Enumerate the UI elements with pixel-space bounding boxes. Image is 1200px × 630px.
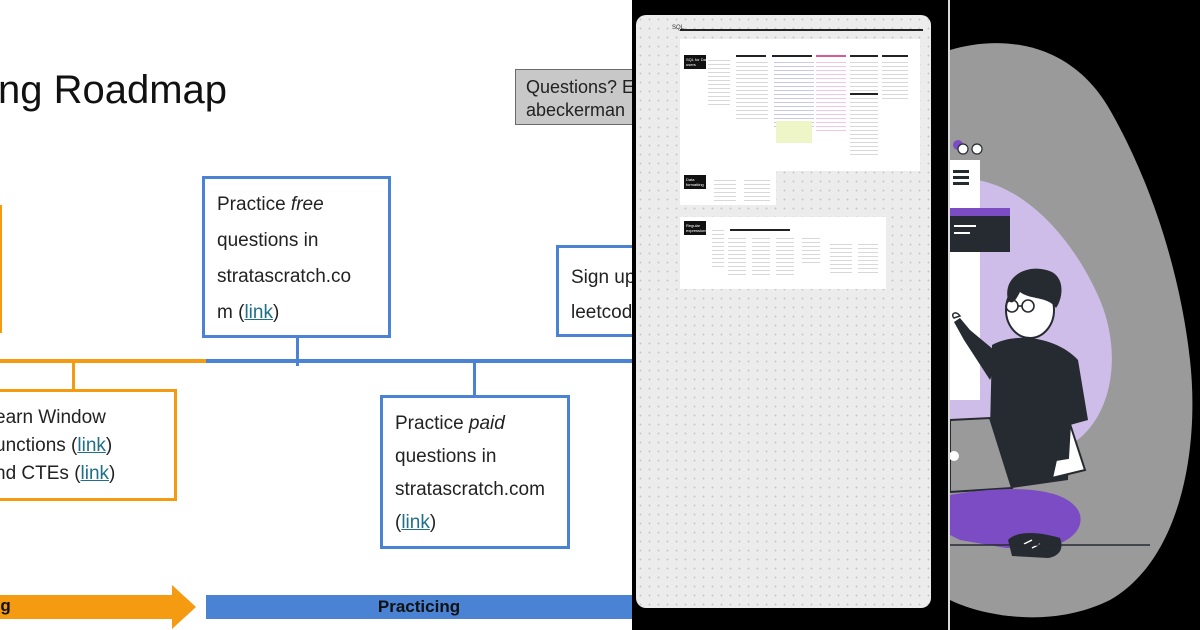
paid-emphasis: paid — [468, 413, 505, 434]
signup-leetcode-box: Sign up leetcod — [556, 245, 632, 337]
learning-phase-label: ng — [0, 596, 11, 615]
roadmap-slide: ng Roadmap Questions? E abeckerman Pract… — [0, 0, 632, 630]
window-functions-box: earn Window unctions (link) nd CTEs (lin… — [0, 389, 177, 501]
free-emphasis: free — [290, 194, 324, 215]
person-hair — [1007, 268, 1062, 308]
practicing-phase-label: Practicing — [377, 597, 461, 616]
timeline-connector — [296, 336, 299, 366]
questions-line-2: abeckerman — [526, 100, 626, 120]
board-card[interactable]: Regular expressions — [680, 217, 886, 289]
board-tag: SQL — [672, 25, 685, 31]
free-questions-link[interactable]: link — [244, 302, 273, 323]
board-card-title: Regular expressions — [684, 221, 708, 235]
paid-questions-link[interactable]: link — [401, 512, 430, 533]
person-pants — [950, 489, 1081, 548]
ctes-link[interactable]: link — [80, 463, 110, 484]
timeline-learning — [0, 359, 206, 363]
board-card-title: Data formatting — [684, 175, 706, 189]
glasses-icon — [1005, 299, 1035, 313]
person-shirt — [990, 337, 1088, 490]
panel-divider — [948, 0, 950, 630]
menu-icon — [953, 170, 969, 185]
orange-step-box-top — [0, 205, 2, 333]
developer-svg — [950, 43, 1193, 618]
board-header-bar — [680, 29, 923, 31]
whiteboard-panel: SQL SQL for Data users — [632, 0, 950, 630]
practice-free-box: Practice free questions in stratascratch… — [202, 176, 391, 338]
practicing-phase-bar: Practicing — [206, 595, 632, 619]
window-dot-icon — [957, 143, 969, 155]
board-card-title: SQL for Data users — [684, 55, 710, 69]
screen-board — [950, 160, 980, 400]
practice-paid-box: Practice paid questions in stratascratch… — [380, 395, 570, 549]
timeline-connector — [473, 363, 476, 397]
window-functions-link[interactable]: link — [77, 435, 106, 456]
window-dot-icon — [971, 143, 983, 155]
person-arm — [954, 318, 1000, 380]
laptop — [950, 416, 1014, 494]
questions-line-1: Questions? E — [526, 77, 632, 97]
whiteboard-canvas[interactable]: SQL SQL for Data users — [636, 15, 931, 608]
laptop-logo-icon — [950, 451, 959, 461]
terminal-titlebar — [950, 208, 1010, 216]
slide-title: ng Roadmap — [0, 68, 228, 112]
learning-phase-arrow — [0, 585, 196, 629]
board-card[interactable]: Data formatting — [680, 171, 776, 205]
timeline-practicing — [206, 359, 632, 363]
board-card[interactable]: SQL for Data users — [680, 39, 920, 171]
questions-callout: Questions? E abeckerman — [515, 69, 632, 125]
timeline-connector — [72, 363, 75, 391]
developer-illustration — [950, 0, 1200, 630]
